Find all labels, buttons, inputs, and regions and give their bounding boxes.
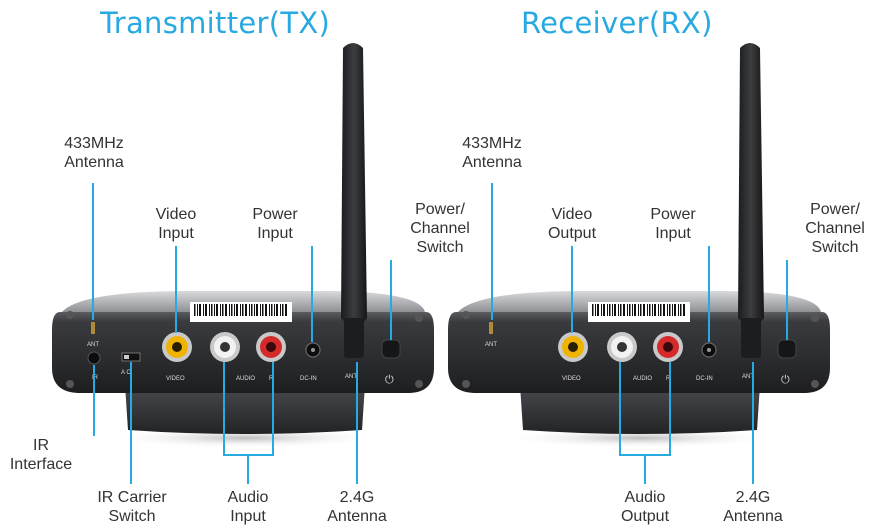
rx-device: ANT VIDEO AUDIO R DC-IN ANT ⏻ <box>448 43 830 448</box>
rx-shadow <box>500 428 780 448</box>
tx-top <box>62 291 425 312</box>
rx-power-button <box>777 339 797 359</box>
rx-panel-video: VIDEO <box>562 376 581 382</box>
tx-power-button <box>381 339 401 359</box>
tx-panel-audio: AUDIO <box>236 376 255 382</box>
rx-power-symbol: ⏻ <box>781 373 790 386</box>
rx-24g-antenna <box>738 43 764 327</box>
rx-panel-ant: ANT <box>485 342 497 348</box>
rx-barcode <box>592 304 685 316</box>
rx-top <box>458 291 821 312</box>
tx-stand <box>125 385 365 434</box>
rx-stand <box>520 385 760 434</box>
rx-screw <box>462 380 470 388</box>
rx-panel-dcin: DC-IN <box>696 376 713 382</box>
tx-screw <box>66 380 74 388</box>
tx-title: Transmitter(TX) <box>100 6 331 40</box>
rx-433-antenna-stub <box>489 322 493 334</box>
rx-screw <box>811 380 819 388</box>
tx-panel-dcin: DC-IN <box>300 376 317 382</box>
tx-panel-video: VIDEO <box>166 376 185 382</box>
tx-antenna-base <box>344 318 364 358</box>
tx-screw <box>415 314 423 322</box>
tx-panel-ir: IR <box>92 375 99 381</box>
tx-barcode <box>194 304 287 316</box>
tx-panel-ac: A C <box>121 370 131 376</box>
rx-body <box>448 312 830 393</box>
tx-screw <box>66 311 74 319</box>
rx-panel-r: R <box>666 376 671 382</box>
tx-panel-ant2: ANT <box>345 374 357 380</box>
tx-433-antenna-stub <box>91 322 95 334</box>
tx-screw <box>415 380 423 388</box>
rx-antenna-base <box>741 318 761 358</box>
leader-lines <box>92 183 788 484</box>
tx-shadow <box>105 428 385 448</box>
tx-24g-antenna <box>341 43 367 327</box>
tx-body <box>52 312 434 393</box>
tx-power-symbol: ⏻ <box>385 373 394 386</box>
tx-device: ANT IR A C VIDEO AUDIO R DC-IN ANT ⏻ <box>52 43 434 448</box>
rx-screw <box>811 314 819 322</box>
rx-screw <box>462 311 470 319</box>
rx-title: Receiver(RX) <box>521 6 713 40</box>
tx-ir-jack <box>87 351 101 365</box>
tx-panel-ant: ANT <box>87 342 99 348</box>
tx-ir-carrier-switch <box>121 352 141 362</box>
rx-panel-ant2: ANT <box>742 374 754 380</box>
tx-panel-r: R <box>269 376 274 382</box>
rx-panel-audio: AUDIO <box>633 376 652 382</box>
